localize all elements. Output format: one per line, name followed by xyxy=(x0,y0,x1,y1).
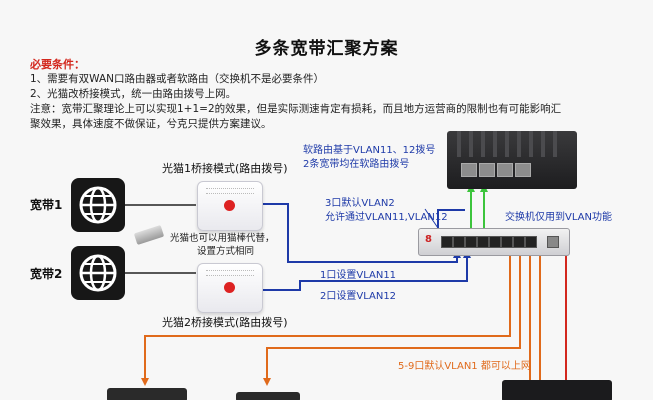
switch-icon: 8 xyxy=(418,228,570,256)
stick-note-line-1: 光猫也可以用猫棒代替， xyxy=(170,233,275,244)
modem-icon xyxy=(197,263,263,313)
modem-1-label: 光猫1桥接模式(路由拨号) xyxy=(162,162,288,175)
port3-vlan-line-2: 允许通过VLAN11,VLAN12 xyxy=(325,212,448,223)
port3-vlan-line-1: 3口默认VLAN2 xyxy=(325,198,395,209)
computer-icon xyxy=(107,388,187,400)
router-note-1: 软路由基于VLAN11、12拨号 xyxy=(303,145,436,156)
globe-icon xyxy=(71,246,125,300)
note-line-1: 注意：宽带汇聚理论上可以实现1+1=2的效果，但是实际测速肯定有损耗，而且地方运… xyxy=(30,103,562,115)
modem-2-label: 光猫2桥接模式(路由拨号) xyxy=(162,316,288,329)
modem-icon xyxy=(197,181,263,231)
router-note-2: 2条宽带均在软路由拨号 xyxy=(303,159,410,170)
broadband-2-label: 宽带2 xyxy=(30,267,63,281)
port1-vlan-label: 1口设置VLAN11 xyxy=(320,270,397,281)
stick-note-line-2: 设置方式相同 xyxy=(197,246,255,257)
note-line-2: 聚效果，具体速度不做保证，兮克只提供方案建议。 xyxy=(30,118,272,130)
router-icon xyxy=(447,131,577,189)
requirement-2: 2、光猫改桥接模式，统一由路由拨号上网。 xyxy=(30,88,237,100)
switch-label: 交换机仅用到VLAN功能 xyxy=(505,212,612,223)
computer-icon xyxy=(502,380,612,400)
port2-vlan-label: 2口设置VLAN12 xyxy=(320,291,397,302)
requirements-heading: 必要条件： xyxy=(30,58,85,71)
ports-5-9-label: 5-9口默认VLAN1 都可以上网 xyxy=(398,361,531,372)
diagram-title: 多条宽带汇聚方案 xyxy=(254,39,399,59)
switch-brand: 8 xyxy=(425,234,432,245)
globe-icon xyxy=(71,178,125,232)
requirement-1: 1、需要有双WAN口路由器或者软路由（交换机不是必要条件） xyxy=(30,73,325,85)
broadband-1-label: 宽带1 xyxy=(30,198,63,212)
computer-icon xyxy=(236,392,300,400)
